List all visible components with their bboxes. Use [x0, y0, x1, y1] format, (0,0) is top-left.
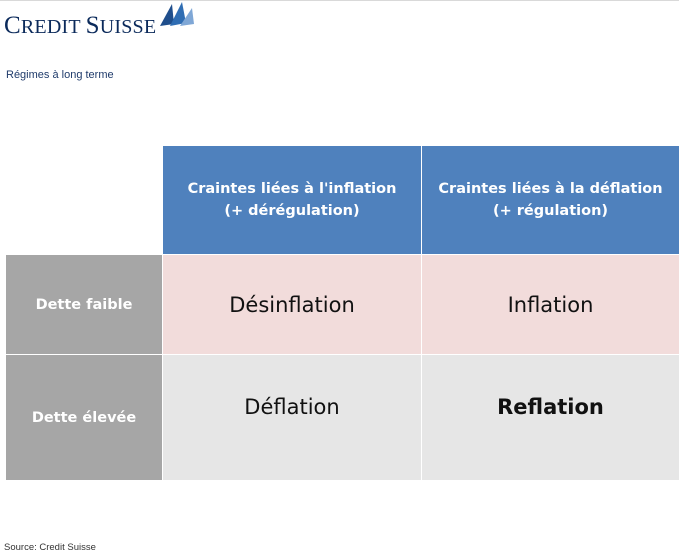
- cell-disinflation: Désinflation: [162, 254, 421, 354]
- chart-subtitle: Régimes à long terme: [6, 69, 114, 81]
- column-header-inflation-line2: (+ dérégulation): [224, 203, 360, 219]
- top-divider: [0, 0, 679, 1]
- sails-logo-icon: [160, 2, 194, 26]
- row-header-low-debt: Dette faible: [6, 254, 162, 354]
- row-header-high-debt: Dette élevée: [6, 354, 162, 480]
- regime-matrix: Craintes liées à l'inflation (+ dérégula…: [6, 146, 679, 480]
- column-header-inflation: Craintes liées à l'inflation (+ dérégula…: [162, 146, 421, 254]
- logo-wordmark: CREDIT SUISSE: [4, 12, 157, 39]
- source-note: Source: Credit Suisse: [4, 542, 96, 553]
- column-header-deflation-line1: Craintes liées à la déflation: [438, 181, 663, 197]
- column-header-inflation-line1: Craintes liées à l'inflation: [187, 181, 397, 197]
- cell-deflation: Déflation: [162, 354, 421, 480]
- cell-inflation: Inflation: [421, 254, 679, 354]
- column-header-deflation: Craintes liées à la déflation (+ régulat…: [421, 146, 679, 254]
- column-header-deflation-line2: (+ régulation): [492, 203, 609, 219]
- cell-reflation: Reflation: [421, 354, 679, 480]
